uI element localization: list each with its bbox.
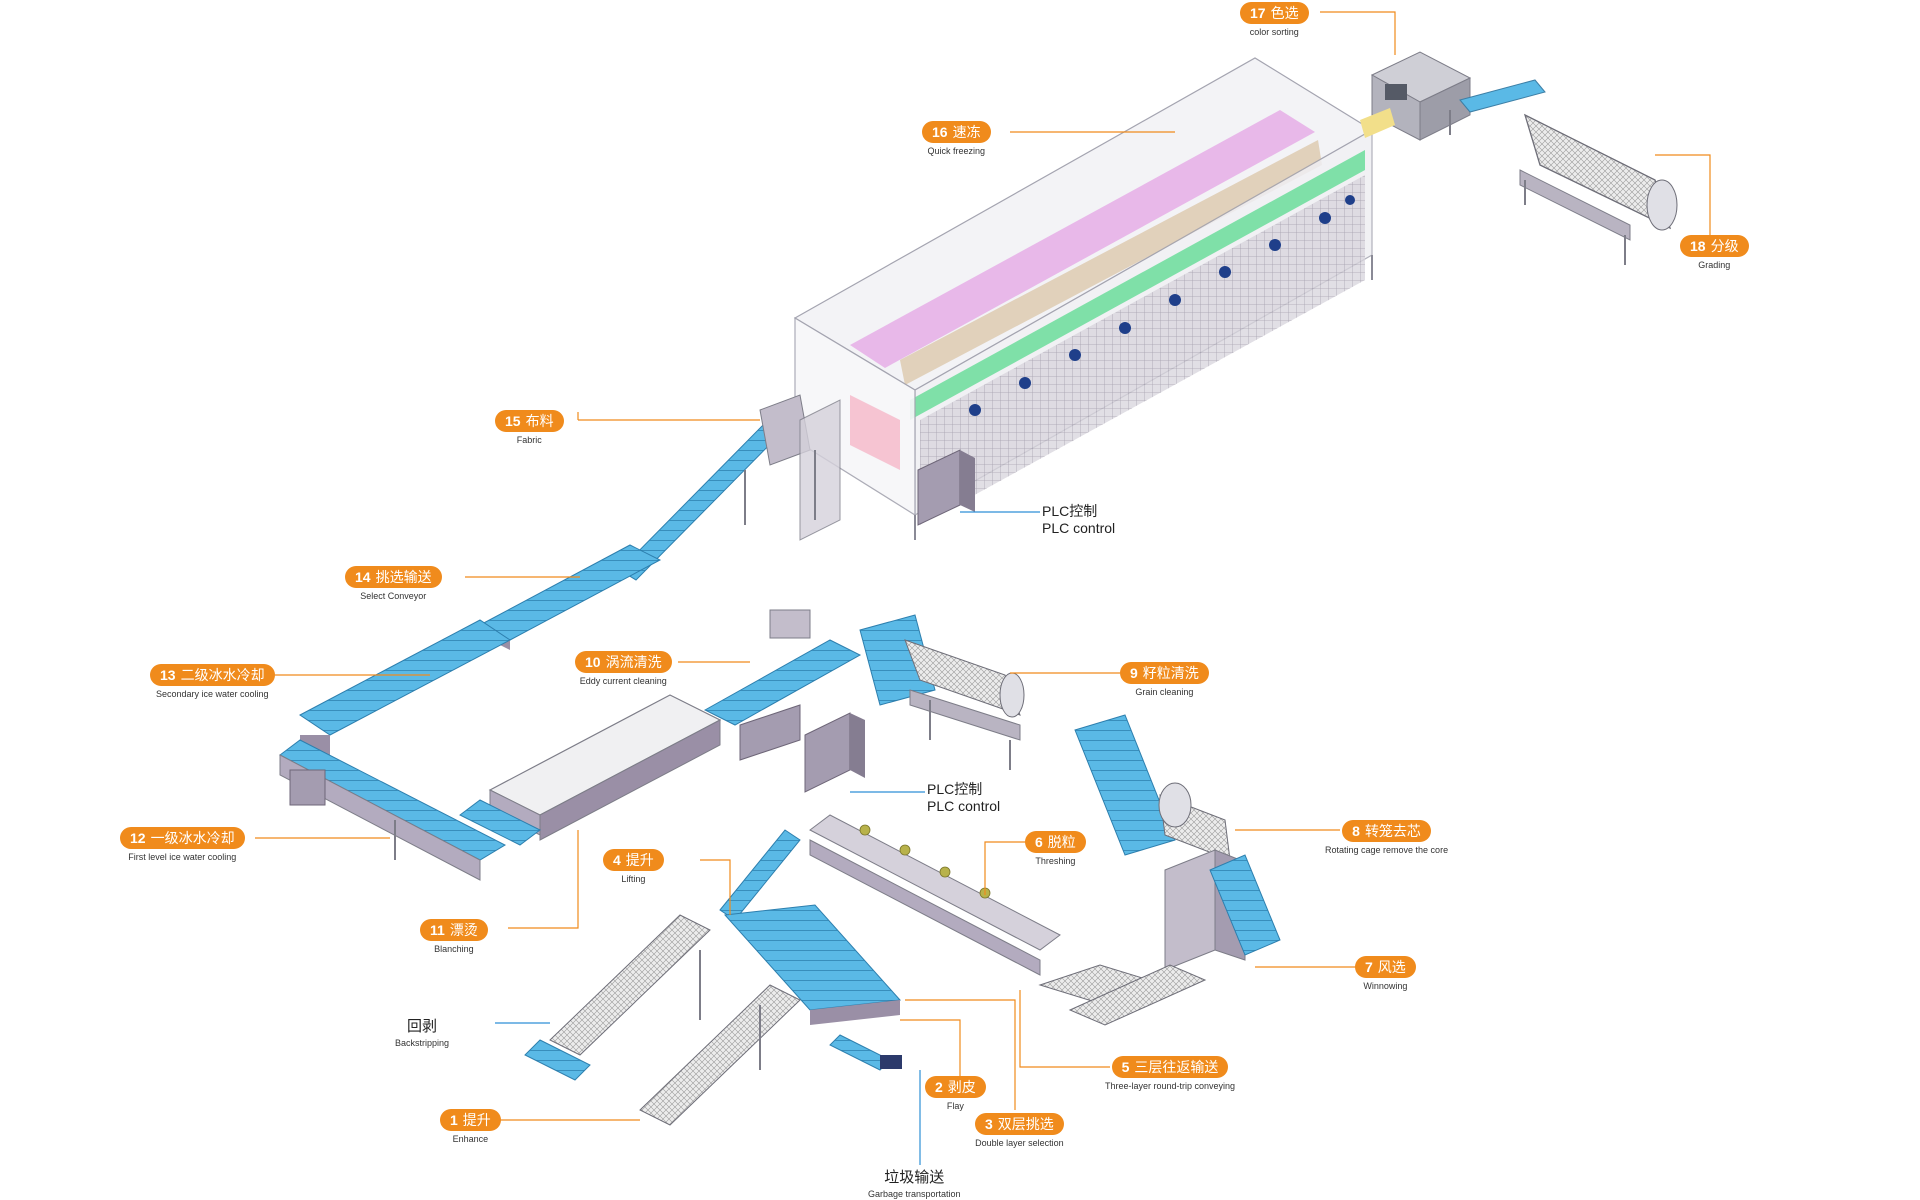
threshing-line [809, 814, 1061, 976]
grading-drum-machine [1519, 113, 1678, 265]
label-garbage-transportation: 垃圾输送 Garbage transportation [868, 1169, 961, 1199]
fabric-elevator [619, 394, 841, 581]
select-conveyor [478, 544, 662, 650]
enhance-elevators [524, 914, 801, 1126]
label-backstripping: 回剥 Backstripping [395, 1018, 450, 1048]
quick-freezer-machine [793, 57, 1374, 540]
winnowing-machine [1164, 849, 1281, 971]
color-sorter-machine [1360, 51, 1546, 141]
grain-cleaning-drum [859, 614, 1025, 770]
cooling-conveyors [279, 619, 511, 881]
plc-cabinet-2 [804, 712, 865, 793]
eddy-cleaning-machine [703, 609, 862, 761]
rotating-cage-machine [1074, 714, 1231, 861]
lifting-conveyor [719, 829, 801, 921]
blanching-machine [459, 694, 722, 846]
three-layer-conveyor [1038, 964, 1207, 1026]
leader-lines [255, 11, 1711, 1165]
selection-table [723, 904, 902, 1071]
